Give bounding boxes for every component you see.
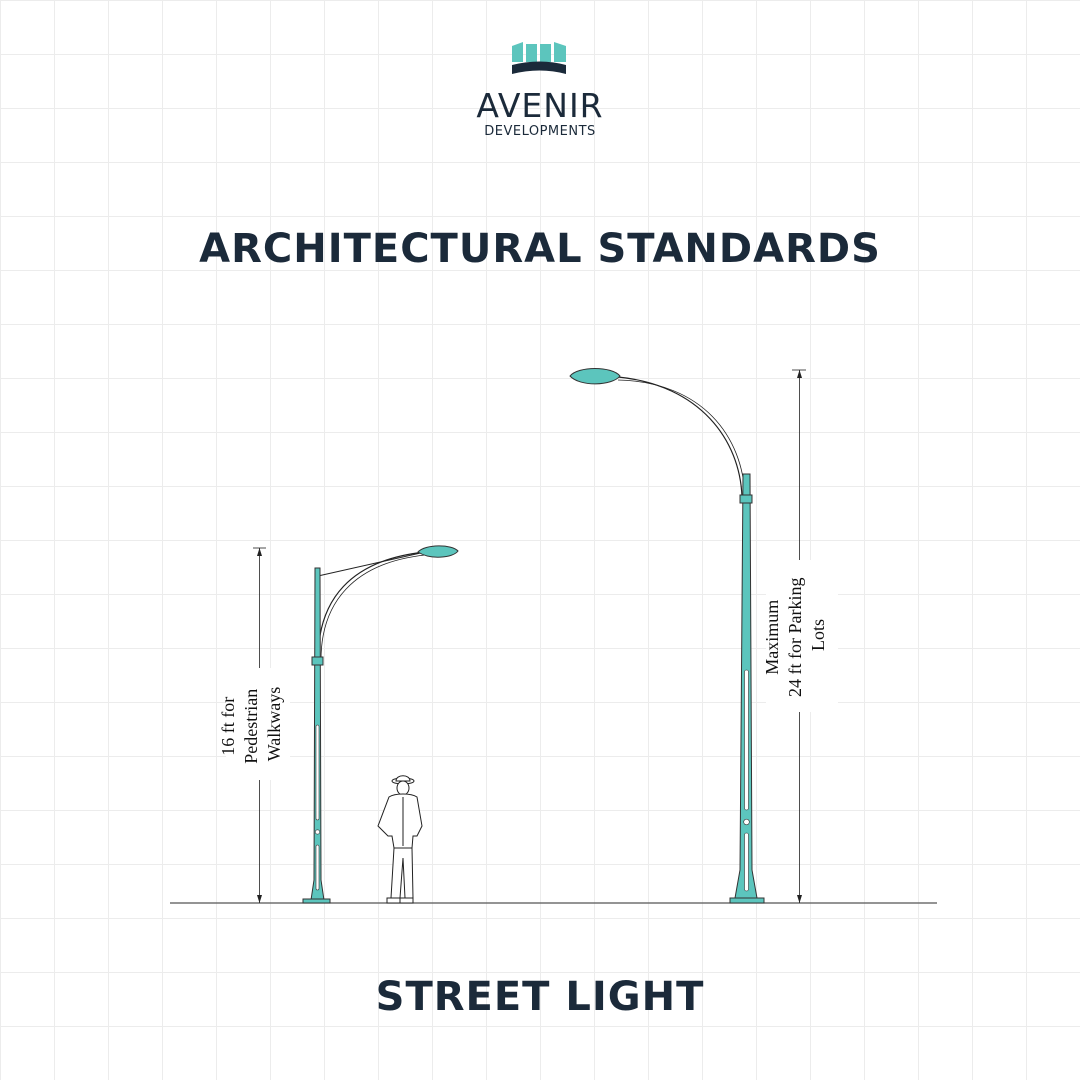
brand-tagline: DEVELOPMENTS <box>484 124 596 139</box>
parking-height-dimension: Maximum 24 ft for Parking Lots <box>762 369 838 903</box>
pedestrian-height-dimension: 16 ft for Pedestrian Walkways <box>218 547 290 903</box>
parking-street-light <box>569 368 765 904</box>
brand-name: AVENIR <box>476 86 604 125</box>
pedestrian-label-line-1: 16 ft for <box>218 697 238 756</box>
parking-label-line-3: Lots <box>808 619 828 651</box>
parking-label-line-2: 24 ft for Parking <box>785 578 805 697</box>
pedestrian-label-line-3: Walkways <box>264 687 284 762</box>
page-title: ARCHITECTURAL STANDARDS <box>199 226 881 272</box>
diagram-caption: STREET LIGHT <box>375 974 705 1020</box>
svg-text:Maximum 24 ft for Parkin: Maximum 24 ft for Parking Lots <box>762 573 828 697</box>
svg-text:16 ft for Pedestrian: 16 ft for Pedestrian Walkways <box>218 684 284 763</box>
parking-label-line-1: Maximum <box>762 600 782 675</box>
brand-logo: AVENIR DEVELOPMENTS <box>0 40 1080 140</box>
pedestrian-street-light <box>302 545 459 904</box>
pedestrian-label-line-2: Pedestrian <box>241 689 261 764</box>
logo-icon <box>512 42 566 74</box>
person-figure-icon <box>377 775 423 904</box>
